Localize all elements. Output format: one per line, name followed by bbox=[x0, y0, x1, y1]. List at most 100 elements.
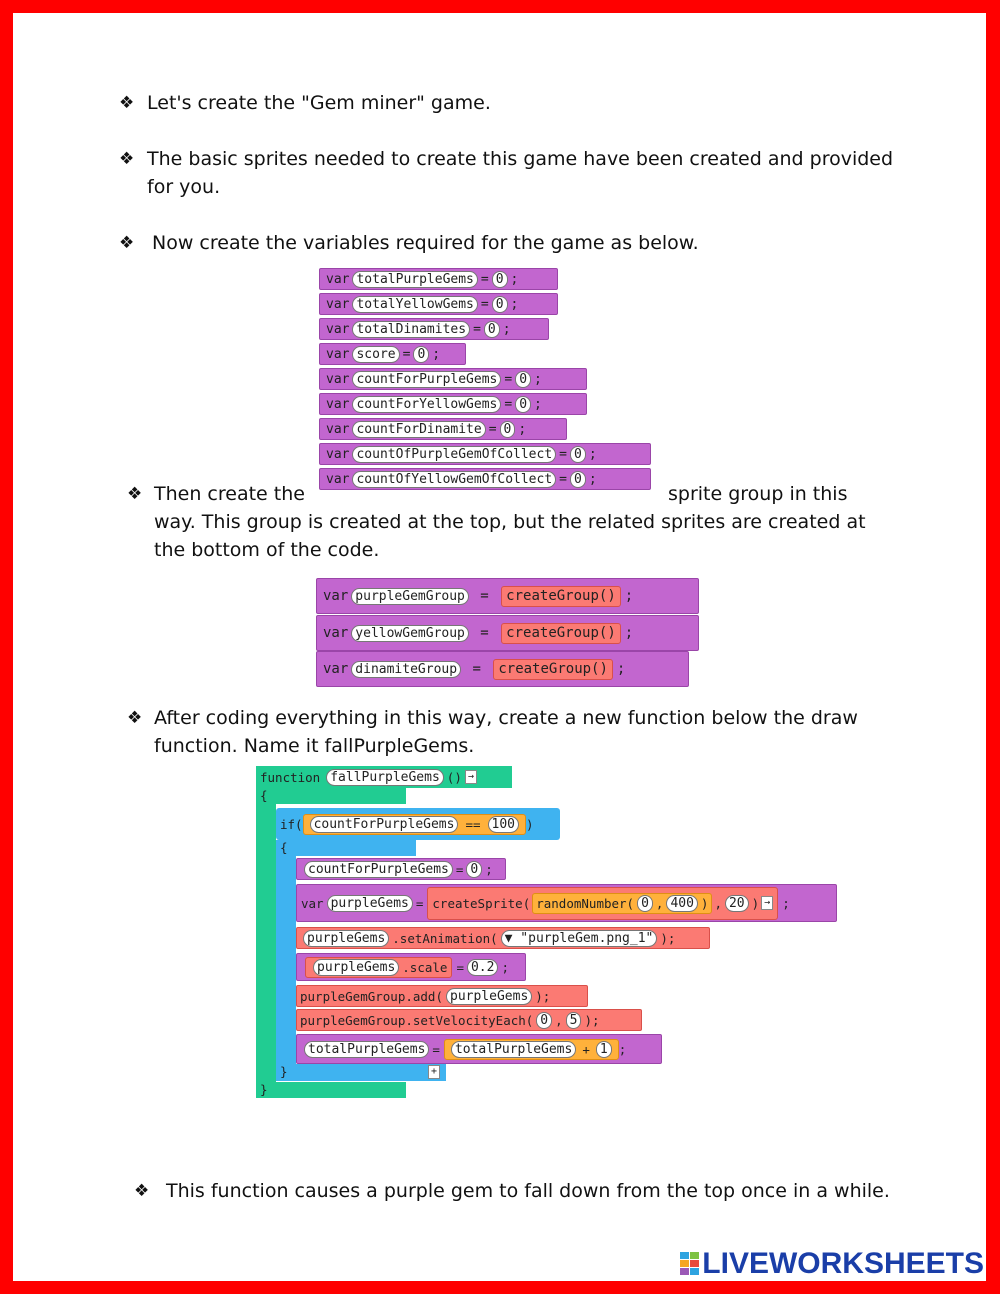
if-open-brace: { bbox=[276, 840, 416, 856]
bullet-text: This function causes a purple gem to fal… bbox=[166, 1180, 890, 1202]
method-name: .setAnimation( bbox=[392, 930, 498, 946]
function-parens: () bbox=[446, 769, 462, 785]
statement-scale: purpleGems .scale =0.2; bbox=[296, 953, 526, 981]
var-value: 0 bbox=[466, 860, 483, 878]
var-value: 0.2 bbox=[466, 958, 499, 976]
arg: 5 bbox=[565, 1011, 582, 1029]
statement-set-velocity: purpleGemGroup .setVelocityEach( 0,5); bbox=[296, 1009, 642, 1031]
var-value: 0 bbox=[491, 295, 508, 313]
statement-create-sprite: var purpleGems= createSprite( randomNumb… bbox=[296, 884, 837, 922]
group-name: yellowGemGroup bbox=[351, 624, 469, 642]
bullet-text-line2: way. This group is created at the top, b… bbox=[154, 511, 866, 533]
group-name: purpleGemGroup bbox=[351, 587, 469, 605]
function-name: fallPurpleGems bbox=[326, 768, 444, 786]
arg: 20 bbox=[724, 894, 749, 912]
function-spine bbox=[256, 804, 276, 1084]
if-header: if( countForPurpleGems == 100 ) bbox=[276, 808, 560, 840]
object-name: purpleGemGroup bbox=[300, 1012, 406, 1028]
bullet-symbol: ❖ bbox=[127, 708, 143, 728]
var-keyword: var bbox=[323, 661, 349, 677]
var-keyword: var bbox=[326, 321, 350, 337]
var-name: countForPurpleGems bbox=[352, 370, 502, 388]
var-keyword: var bbox=[326, 296, 350, 312]
bullet-variables: ❖ Now create the variables required for … bbox=[119, 229, 699, 257]
arg: 0 bbox=[637, 894, 653, 912]
arg-text: "purpleGem.png_1" bbox=[520, 930, 654, 946]
var-name: score bbox=[352, 345, 400, 363]
method-name: randomNumber( bbox=[536, 895, 635, 911]
method-name: .add( bbox=[405, 988, 443, 1004]
statement-set-animation: purpleGems .setAnimation( ▼ "purpleGem.p… bbox=[296, 927, 710, 949]
bullet-text-line3: the bottom of the code. bbox=[154, 539, 380, 561]
object-name: purpleGemGroup bbox=[300, 988, 406, 1004]
create-group-call: createGroup() bbox=[501, 585, 621, 607]
var-keyword: var bbox=[323, 625, 349, 641]
bullet-function: ❖ After coding everything in this way, c… bbox=[127, 704, 858, 760]
bullet-text: Then create the bbox=[154, 483, 305, 505]
var-name: purpleGems bbox=[326, 894, 413, 912]
property-name: .scale bbox=[402, 959, 448, 975]
var-value: 0 bbox=[515, 370, 532, 388]
var-name: totalPurpleGems bbox=[304, 1040, 430, 1058]
bullet-text-line1: After coding everything in this way, cre… bbox=[154, 707, 858, 729]
if-condition: countForPurpleGems == 100 bbox=[302, 813, 527, 835]
var-name: countForDinamite bbox=[352, 420, 486, 438]
create-group-call: createGroup() bbox=[501, 622, 621, 644]
var-keyword: var bbox=[326, 396, 350, 412]
create-sprite-call: createSprite( randomNumber( 0,400) ,20) … bbox=[427, 886, 779, 920]
statement-reset-count: countForPurpleGems=0; bbox=[296, 858, 506, 880]
var-name: totalPurpleGems bbox=[352, 270, 478, 288]
brace: { bbox=[260, 788, 268, 803]
var-value: 0 bbox=[569, 470, 586, 488]
arg: purpleGems bbox=[446, 987, 533, 1005]
var-name: totalDinamites bbox=[352, 320, 471, 338]
function-open-brace: { bbox=[256, 788, 406, 804]
animation-arg: ▼ "purpleGem.png_1" bbox=[500, 929, 658, 947]
bullet-text: sprite group in this bbox=[668, 483, 848, 505]
condition-value: 100 bbox=[487, 815, 520, 833]
function-header: function fallPurpleGems () → bbox=[256, 766, 512, 788]
bullet-symbol: ❖ bbox=[119, 93, 135, 113]
arrow-icon: → bbox=[464, 770, 477, 784]
create-group-call: createGroup() bbox=[493, 658, 613, 680]
statement-total-increment: totalPurpleGems= totalPurpleGems + 1 ; bbox=[296, 1034, 662, 1064]
random-number-call: randomNumber( 0,400) bbox=[532, 892, 713, 914]
arg: 0 bbox=[536, 1011, 553, 1029]
bullet-symbol: ❖ bbox=[127, 484, 143, 504]
var-name: countOfYellowGemOfCollect bbox=[352, 470, 557, 488]
var-keyword: var bbox=[326, 421, 350, 437]
arrow-icon: → bbox=[761, 896, 774, 910]
brace: } bbox=[260, 1082, 268, 1097]
object-name: purpleGems bbox=[303, 929, 390, 947]
bullet-group-start: ❖ Then create the bbox=[127, 480, 305, 508]
operator: + bbox=[582, 1041, 590, 1057]
bullet-text: Let's create the "Gem miner" game. bbox=[147, 92, 491, 114]
bullet-intro: ❖ Let's create the "Gem miner" game. bbox=[119, 89, 491, 117]
bullet-text-line1: The basic sprites needed to create this … bbox=[147, 148, 894, 170]
method-name: .setVelocityEach( bbox=[405, 1012, 534, 1028]
function-keyword: function bbox=[260, 769, 321, 785]
var-value: 0 bbox=[499, 420, 516, 438]
bullet-symbol: ❖ bbox=[119, 149, 135, 169]
method-name: createSprite( bbox=[432, 895, 531, 911]
bullet-text-line2: function. Name it fallPurpleGems. bbox=[154, 735, 475, 757]
var-value: 0 bbox=[483, 320, 500, 338]
function-close-brace: } bbox=[256, 1082, 406, 1098]
var-value: 0 bbox=[569, 445, 586, 463]
dropdown-icon: ▼ bbox=[504, 930, 521, 946]
var-keyword: var bbox=[326, 346, 350, 362]
if-spine bbox=[276, 856, 296, 1066]
if-keyword: if( bbox=[280, 816, 303, 832]
condition-op: == bbox=[465, 816, 481, 832]
var-keyword: var bbox=[326, 271, 350, 287]
brace: { bbox=[280, 840, 288, 855]
